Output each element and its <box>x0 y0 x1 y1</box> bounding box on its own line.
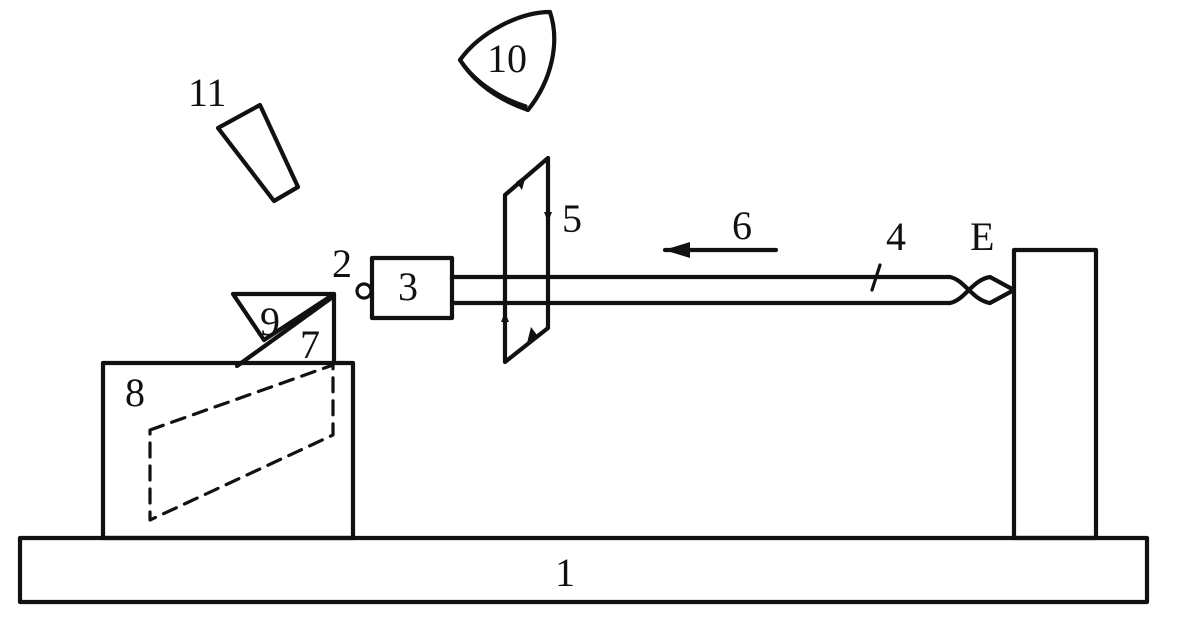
frame-arrow-left <box>501 312 509 322</box>
shield-inner-arc <box>460 60 528 108</box>
plate-diagonal <box>234 293 337 369</box>
label-direction: 6 <box>732 203 752 248</box>
block <box>100 360 356 541</box>
frame-arrow-bottom <box>527 327 537 343</box>
tip-2 <box>355 282 373 300</box>
label-base: 1 <box>555 550 575 595</box>
label-point-e: E <box>970 214 994 259</box>
label-part-10: 10 <box>487 36 527 81</box>
shield-part-10 <box>457 9 557 113</box>
triangle-plate-9 <box>230 291 337 343</box>
frame-arrow-right <box>544 212 552 222</box>
label-wire: 4 <box>886 214 906 259</box>
wire-twist-e <box>947 274 1017 306</box>
support-post <box>1011 247 1099 541</box>
wire-label-tick <box>870 263 882 292</box>
label-tip: 2 <box>332 241 352 286</box>
label-block: 8 <box>125 370 145 415</box>
label-holder: 3 <box>398 264 418 309</box>
label-plate-7: 7 <box>300 322 320 367</box>
frame-5 <box>502 155 551 365</box>
block-dashed-outline <box>148 363 335 522</box>
base-plate <box>17 535 1150 605</box>
frame-arrow-top <box>516 175 526 190</box>
label-part-11: 11 <box>188 70 227 115</box>
cup-part-11 <box>215 102 301 204</box>
direction-arrowhead <box>664 242 690 258</box>
label-plate-9: 9 <box>260 299 280 344</box>
label-frame: 5 <box>562 196 582 241</box>
